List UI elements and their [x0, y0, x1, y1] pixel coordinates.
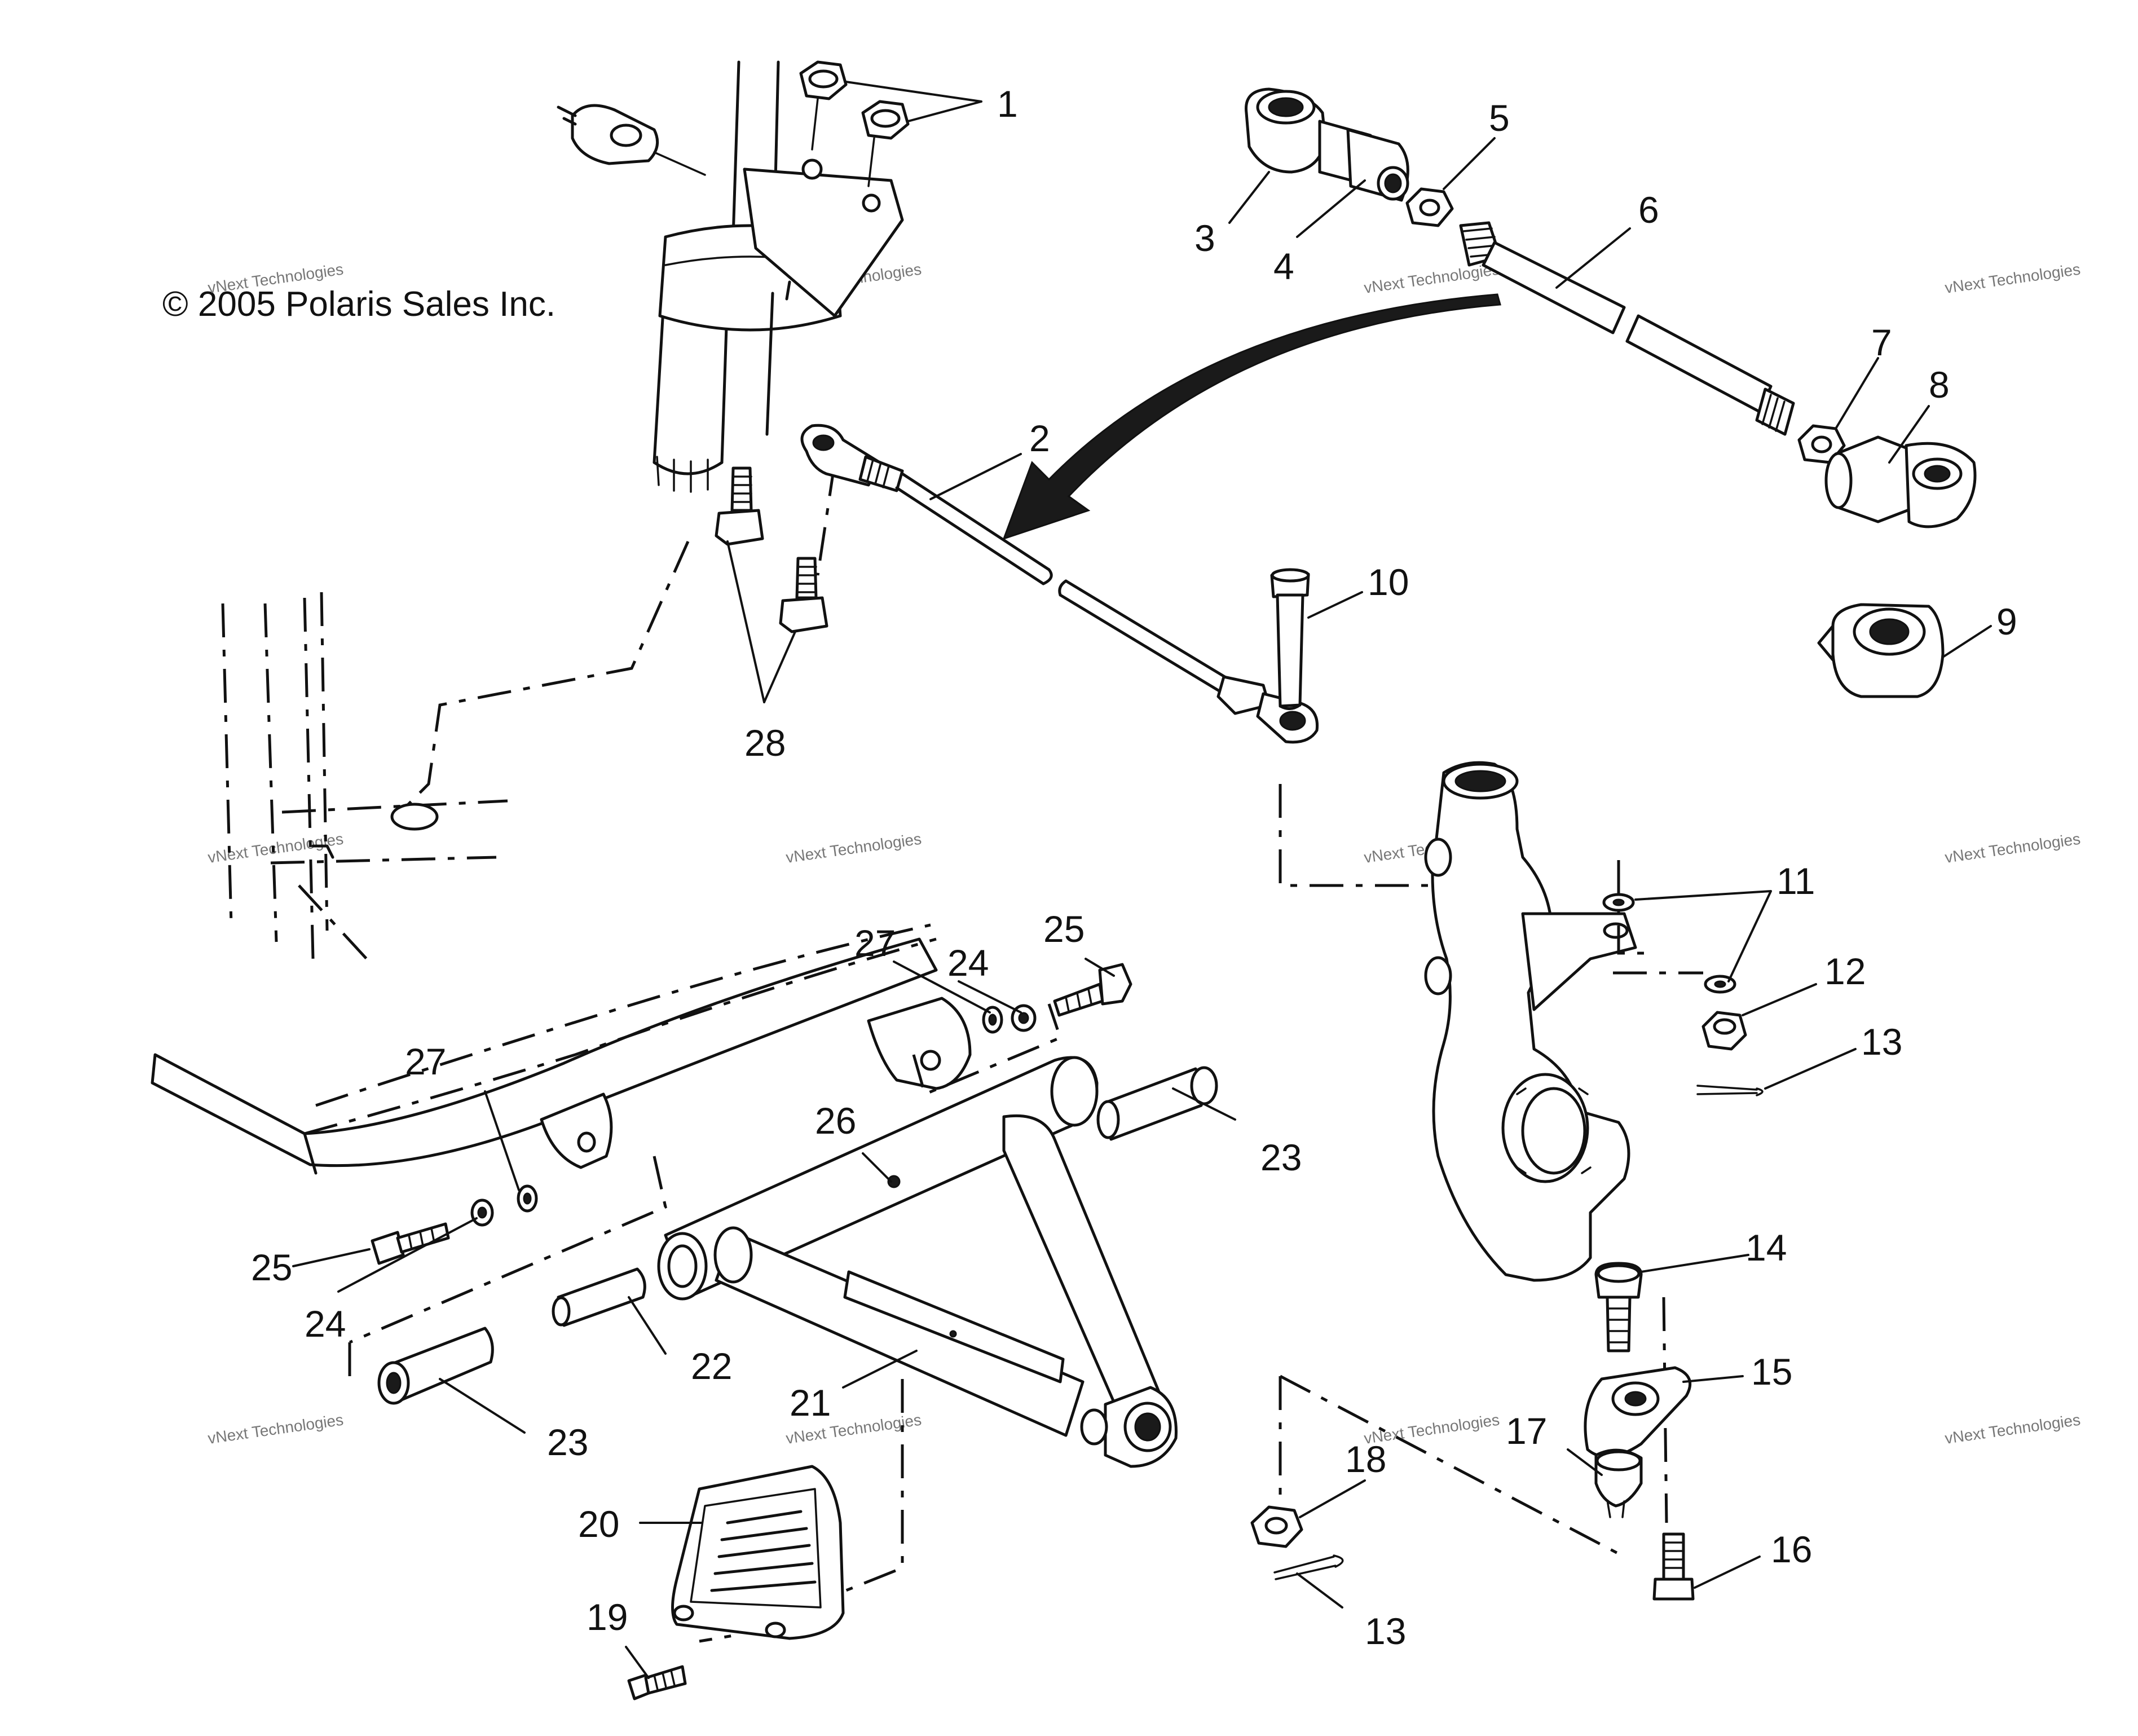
callout-27-right: 27: [854, 922, 896, 964]
guard-part-20: [671, 1379, 904, 1643]
callout-11: 11: [1776, 860, 1815, 902]
lower-ball-joint-guide: [1279, 1374, 1625, 1558]
callout-21: 21: [790, 1382, 831, 1424]
callout-22: 22: [691, 1345, 732, 1387]
callout-25-left: 25: [251, 1246, 292, 1288]
nut-part-12: [1701, 1011, 1747, 1051]
callout-8: 8: [1929, 364, 1950, 406]
bolt-part-16: [1652, 1532, 1695, 1601]
screw-part-19: [627, 1665, 687, 1700]
bolt-part-28: [715, 466, 828, 633]
bushing-part-23-left: [377, 1327, 494, 1405]
brace-part-21: [843, 1270, 1065, 1383]
callout-24-right: 24: [947, 942, 989, 984]
callout-6: 6: [1638, 189, 1659, 231]
callout-20: 20: [578, 1503, 619, 1545]
bushing-part-9: [1817, 603, 1945, 698]
pin-part-10: [1270, 568, 1310, 710]
bushing-part-23-right: [1096, 1066, 1218, 1141]
bolt-part-25-right: [1053, 963, 1132, 1017]
callout-26: 26: [815, 1100, 856, 1142]
callout-25-right: 25: [1043, 908, 1085, 950]
callout-2: 2: [1029, 417, 1050, 459]
callout-1: 1: [997, 83, 1018, 125]
callout-10: 10: [1368, 561, 1409, 603]
adjuster-rod-part-6: [1459, 221, 1795, 436]
callout-27-left: 27: [405, 1041, 446, 1082]
washer-part-24-left: [470, 1199, 494, 1227]
assembly-arrow: [1002, 293, 1501, 540]
watermark-text: vNext Technologies: [207, 830, 345, 866]
callout-23-left: 23: [547, 1421, 588, 1463]
callout-18: 18: [1345, 1438, 1386, 1480]
callout-12: 12: [1824, 950, 1866, 992]
spindle-part: [1279, 761, 1703, 1282]
nut-part-7: [1797, 424, 1846, 464]
callout-28: 28: [744, 722, 786, 764]
jam-sleeve-part-4: [1346, 128, 1409, 202]
callout-14: 14: [1745, 1227, 1787, 1268]
frame-rail: [151, 923, 972, 1175]
watermark-text: vNext Technologies: [207, 1411, 345, 1447]
callout-7: 7: [1871, 321, 1892, 363]
callout-5: 5: [1489, 97, 1510, 139]
callout-3: 3: [1194, 217, 1215, 259]
callout-labels: 1 2 3 4 5 6 7 8 9 10 11 12 13 13 14 15 1…: [251, 83, 2017, 1652]
callout-13-lower: 13: [1365, 1610, 1406, 1652]
callout-15: 15: [1751, 1351, 1792, 1393]
watermark-text: vNext Technologies: [785, 830, 923, 866]
bushing-part-22: [552, 1267, 646, 1327]
copyright-notice: © 2005 Polaris Sales Inc.: [162, 285, 556, 324]
tie-rod-part-2: [800, 424, 1319, 744]
cotter-pin-part-13-lower: [1273, 1554, 1344, 1580]
callout-13-upper: 13: [1861, 1021, 1902, 1063]
nut-part-1: [799, 60, 910, 187]
washer-part-11: [1602, 893, 1736, 994]
ball-joint-part-17: [1594, 1448, 1643, 1518]
callout-17: 17: [1506, 1410, 1547, 1452]
ball-joint-plate-part-15: [1584, 1366, 1692, 1459]
callout-9: 9: [1996, 601, 2017, 642]
leader-lines: [292, 81, 1992, 1679]
nut-part-5: [1405, 187, 1454, 227]
watermark-text: vNext Technologies: [1944, 1411, 2082, 1447]
a-arm-part-26: [348, 1003, 1178, 1468]
callout-19: 19: [587, 1596, 628, 1638]
washer-part-27-right: [982, 1006, 1003, 1034]
watermark-text: vNext Technologies: [1363, 261, 1501, 297]
watermark-text: vNext Technologies: [1944, 830, 2082, 866]
steering-post-assembly: [221, 60, 904, 960]
rod-end-part-8: [1824, 435, 1977, 528]
nut-part-18: [1250, 1505, 1303, 1548]
watermark-text: vNext Technologies: [1944, 261, 2082, 297]
callout-24-left: 24: [305, 1303, 346, 1345]
cotter-pin-part-13-upper: [1696, 1085, 1764, 1096]
callout-16: 16: [1771, 1528, 1812, 1570]
bolt-part-25-left: [371, 1222, 450, 1265]
washer-part-27-left: [517, 1184, 538, 1213]
callout-4: 4: [1273, 245, 1294, 287]
callout-23-right: 23: [1260, 1136, 1302, 1178]
